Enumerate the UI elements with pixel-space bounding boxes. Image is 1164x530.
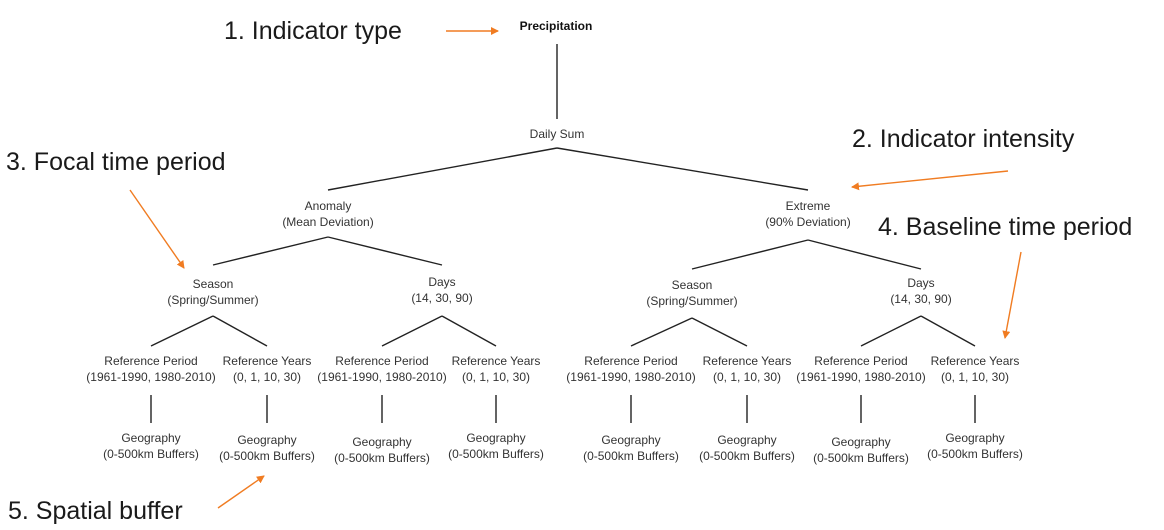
node-extreme: Extreme (90% Deviation) [765,198,850,230]
node-reference-years: Reference Years (0, 1, 10, 30) [452,353,541,385]
reference-years-label: Reference Years [222,354,312,368]
anomaly-sublabel: (Mean Deviation) [282,215,374,229]
node-reference-period: Reference Period (1961-1990, 1980-2010) [317,353,446,385]
reference-years-sublabel: (0, 1, 10, 30) [461,370,531,384]
geography-sublabel: (0-500km Buffers) [583,449,679,463]
anomaly-label: Anomaly [304,199,352,213]
node-anomaly-season: Season (Spring/Summer) [167,276,258,308]
season-sublabel: (Spring/Summer) [167,293,259,307]
connector-line [327,236,443,266]
node-geography: Geography (0-500km Buffers) [583,432,679,464]
node-geography: Geography (0-500km Buffers) [813,434,909,466]
arrow-spatial-buffer [217,475,265,509]
geography-label: Geography [466,431,526,445]
daily-sum-label: Daily Sum [529,127,585,141]
node-reference-period: Reference Period (1961-1990, 1980-2010) [796,353,925,385]
callout-baseline-time-period: 4. Baseline time period [878,213,1133,241]
node-anomaly: Anomaly (Mean Deviation) [282,198,373,230]
reference-years-sublabel: (0, 1, 10, 30) [232,370,302,384]
geography-label: Geography [717,433,777,447]
node-reference-period: Reference Period (1961-1990, 1980-2010) [86,353,215,385]
days-label: Days [907,276,935,290]
connector-line [441,315,497,347]
reference-period-sublabel: (1961-1990, 1980-2010) [566,370,696,384]
callout-spatial-buffer: 5. Spatial buffer [8,497,183,525]
reference-years-sublabel: (0, 1, 10, 30) [712,370,782,384]
root-node-precipitation: Precipitation [520,18,593,34]
connector-line [691,317,748,347]
geography-sublabel: (0-500km Buffers) [219,449,315,463]
node-geography: Geography (0-500km Buffers) [448,430,544,462]
node-geography: Geography (0-500km Buffers) [219,432,315,464]
geography-sublabel: (0-500km Buffers) [448,447,544,461]
geography-label: Geography [601,433,661,447]
node-reference-years: Reference Years (0, 1, 10, 30) [703,353,792,385]
node-extreme-season: Season (Spring/Summer) [646,277,737,309]
connector-line [381,315,443,347]
geography-sublabel: (0-500km Buffers) [699,449,795,463]
geography-label: Geography [237,433,297,447]
connector-line [807,239,922,270]
connector-line [212,315,268,347]
root-label: Precipitation [519,19,593,33]
days-label: Days [428,275,456,289]
reference-years-label: Reference Years [702,354,792,368]
connector-line [630,317,693,347]
node-anomaly-days: Days (14, 30, 90) [411,274,472,306]
extreme-sublabel: (90% Deviation) [765,215,851,229]
node-geography: Geography (0-500km Buffers) [334,434,430,466]
days-sublabel: (14, 30, 90) [411,291,473,305]
node-extreme-days: Days (14, 30, 90) [890,275,951,307]
reference-period-label: Reference Period [335,354,429,368]
season-sublabel: (Spring/Summer) [646,294,738,308]
node-reference-period: Reference Period (1961-1990, 1980-2010) [566,353,695,385]
season-label: Season [671,278,713,292]
geography-sublabel: (0-500km Buffers) [103,447,199,461]
node-daily-sum: Daily Sum [530,126,585,142]
callout-indicator-intensity: 2. Indicator intensity [852,125,1075,153]
geography-label: Geography [352,435,412,449]
reference-years-label: Reference Years [930,354,1020,368]
reference-period-sublabel: (1961-1990, 1980-2010) [86,370,216,384]
connector-line [327,147,558,191]
season-label: Season [192,277,234,291]
connector-line [212,236,329,266]
reference-period-label: Reference Period [104,354,198,368]
node-geography: Geography (0-500km Buffers) [927,430,1023,462]
connector-line [920,315,976,347]
node-reference-years: Reference Years (0, 1, 10, 30) [931,353,1020,385]
arrow-focal-time-period [129,189,185,269]
geography-label: Geography [831,435,891,449]
connector-line [556,147,809,191]
callout-focal-time-period: 3. Focal time period [6,148,226,176]
node-geography: Geography (0-500km Buffers) [699,432,795,464]
geography-sublabel: (0-500km Buffers) [334,451,430,465]
geography-sublabel: (0-500km Buffers) [927,447,1023,461]
node-geography: Geography (0-500km Buffers) [103,430,199,462]
arrow-indicator-intensity [851,170,1009,191]
reference-period-sublabel: (1961-1990, 1980-2010) [317,370,447,384]
reference-years-sublabel: (0, 1, 10, 30) [940,370,1010,384]
geography-label: Geography [945,431,1005,445]
reference-period-label: Reference Period [814,354,908,368]
reference-period-label: Reference Period [584,354,678,368]
arrow-baseline-time-period [1002,251,1022,339]
geography-label: Geography [121,431,181,445]
reference-period-sublabel: (1961-1990, 1980-2010) [796,370,926,384]
extreme-label: Extreme [785,199,831,213]
connector-line [150,315,214,347]
callout-indicator-type: 1. Indicator type [224,17,402,45]
reference-years-label: Reference Years [451,354,541,368]
connector-line [860,315,922,347]
geography-sublabel: (0-500km Buffers) [813,451,909,465]
days-sublabel: (14, 30, 90) [890,292,952,306]
node-reference-years: Reference Years (0, 1, 10, 30) [223,353,312,385]
connector-line [691,239,809,270]
